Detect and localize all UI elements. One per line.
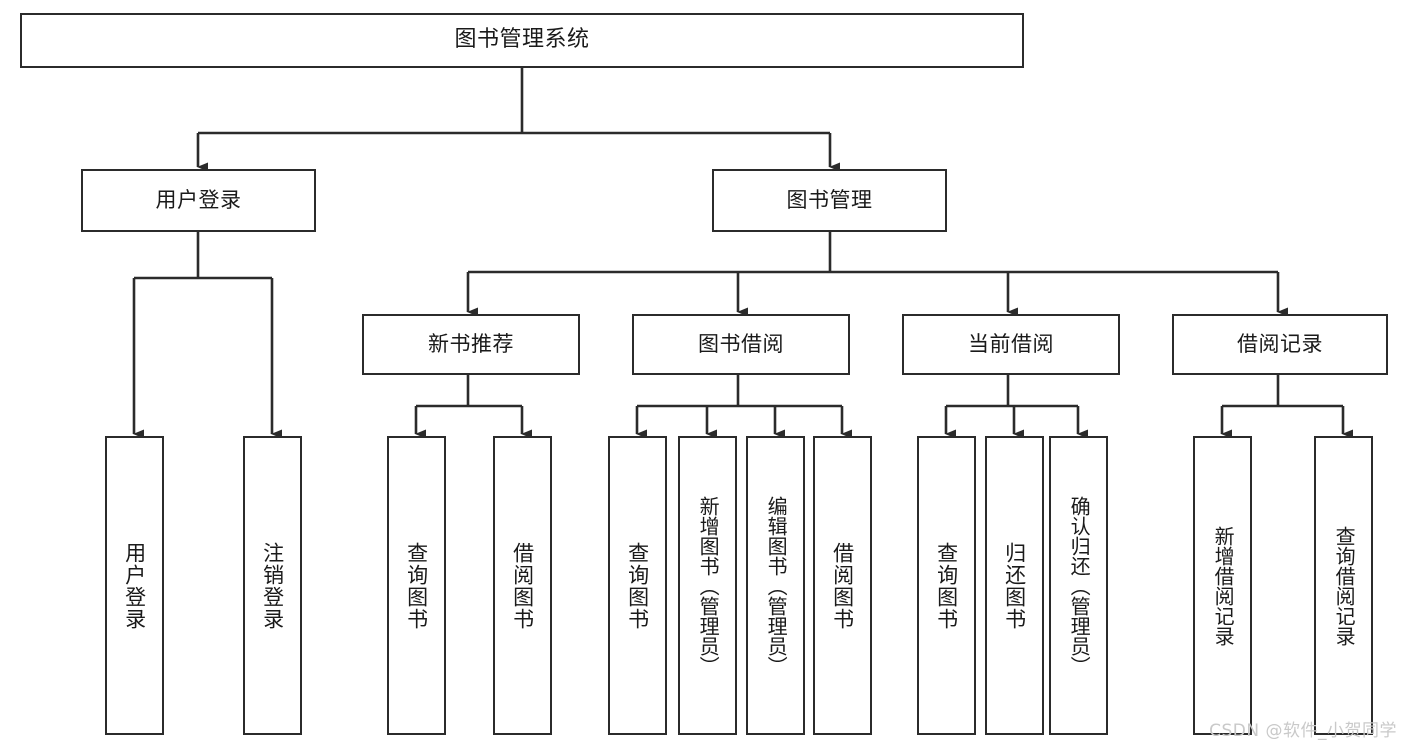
node-root-system[interactable]: 图书管理系统	[20, 13, 1024, 68]
leaf-borrow-add-book-admin-label: 新增图书（管理员）	[696, 495, 721, 676]
leaf-current-query-book[interactable]: 查询图书	[917, 436, 976, 735]
node-current-borrow-label: 当前借阅	[968, 331, 1054, 356]
leaf-user-logout[interactable]: 注销登录	[243, 436, 302, 735]
node-new-book-recommend[interactable]: 新书推荐	[362, 314, 580, 375]
node-borrow-records[interactable]: 借阅记录	[1172, 314, 1388, 375]
leaf-current-return-book-label: 归还图书	[1002, 541, 1027, 630]
leaf-records-query-record-label: 查询借阅记录	[1332, 525, 1357, 646]
node-user-login-label: 用户登录	[155, 187, 242, 212]
node-book-management[interactable]: 图书管理	[712, 169, 947, 232]
leaf-newbook-query-book[interactable]: 查询图书	[387, 436, 446, 735]
leaf-records-add-record[interactable]: 新增借阅记录	[1193, 436, 1252, 735]
node-root-system-label: 图书管理系统	[454, 27, 590, 53]
leaf-newbook-query-book-label: 查询图书	[404, 541, 429, 630]
node-new-book-recommend-label: 新书推荐	[428, 331, 514, 356]
node-user-login[interactable]: 用户登录	[81, 169, 316, 232]
node-current-borrow[interactable]: 当前借阅	[902, 314, 1120, 375]
leaf-current-return-book[interactable]: 归还图书	[985, 436, 1044, 735]
leaf-current-confirm-return-admin-label: 确认归还（管理员）	[1067, 495, 1092, 676]
leaf-current-confirm-return-admin[interactable]: 确认归还（管理员）	[1049, 436, 1108, 735]
leaf-user-login[interactable]: 用户登录	[105, 436, 164, 735]
leaf-newbook-borrow-book-label: 借阅图书	[510, 541, 535, 630]
leaf-borrow-add-book-admin[interactable]: 新增图书（管理员）	[678, 436, 737, 735]
node-borrow-records-label: 借阅记录	[1237, 331, 1323, 356]
leaf-borrow-edit-book-admin[interactable]: 编辑图书（管理员）	[746, 436, 805, 735]
leaf-user-login-label: 用户登录	[122, 541, 147, 630]
leaf-user-logout-label: 注销登录	[260, 541, 285, 630]
leaf-borrow-borrow-book[interactable]: 借阅图书	[813, 436, 872, 735]
node-book-borrow[interactable]: 图书借阅	[632, 314, 850, 375]
leaf-borrow-borrow-book-label: 借阅图书	[830, 541, 855, 630]
leaf-records-add-record-label: 新增借阅记录	[1211, 525, 1236, 646]
leaf-borrow-query-book-label: 查询图书	[625, 541, 650, 630]
leaf-records-query-record[interactable]: 查询借阅记录	[1314, 436, 1373, 735]
node-book-management-label: 图书管理	[786, 187, 873, 212]
csdn-watermark: CSDN @软件_小贺同学	[1209, 721, 1397, 741]
node-book-borrow-label: 图书借阅	[698, 331, 784, 356]
leaf-current-query-book-label: 查询图书	[934, 541, 959, 630]
leaf-borrow-edit-book-admin-label: 编辑图书（管理员）	[764, 495, 789, 676]
leaf-borrow-query-book[interactable]: 查询图书	[608, 436, 667, 735]
leaf-newbook-borrow-book[interactable]: 借阅图书	[493, 436, 552, 735]
